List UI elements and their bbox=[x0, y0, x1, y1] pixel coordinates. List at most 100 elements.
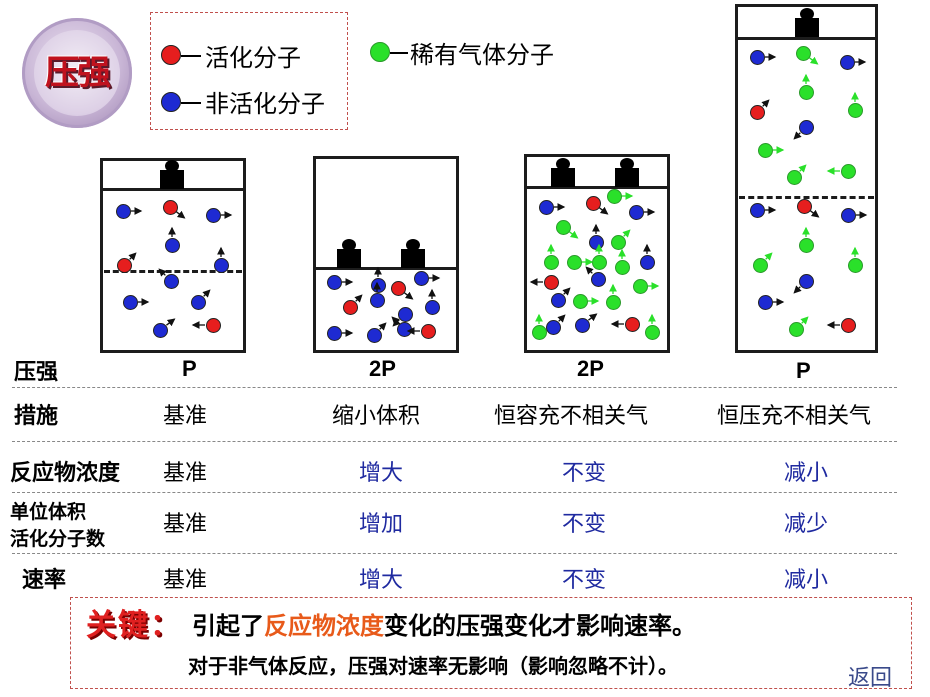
row-divider-1 bbox=[12, 387, 897, 388]
inactive-molecule bbox=[750, 50, 765, 65]
key-box bbox=[70, 597, 912, 689]
inert-molecule bbox=[753, 258, 768, 273]
inactive-molecule bbox=[750, 203, 765, 218]
inactive-molecule bbox=[397, 322, 412, 337]
inert-molecule bbox=[799, 238, 814, 253]
pressure-value-3: 2P bbox=[577, 356, 604, 381]
inactive-molecule bbox=[551, 293, 566, 308]
row-divider-2 bbox=[12, 441, 897, 442]
inert-molecule bbox=[573, 294, 588, 309]
key-statement-prefix: 引起了 bbox=[192, 612, 264, 640]
inactive-molecule bbox=[799, 120, 814, 135]
inactive-molecule bbox=[758, 295, 773, 310]
inert-molecule bbox=[606, 295, 621, 310]
active-count-value-3: 不变 bbox=[562, 512, 607, 537]
legend-active-dot bbox=[161, 45, 181, 65]
inactive-molecule bbox=[367, 328, 382, 343]
concentration-value-4: 减小 bbox=[784, 461, 829, 486]
container-1-reference-line bbox=[104, 270, 242, 273]
inactive-molecule bbox=[327, 275, 342, 290]
key-statement: 引起了反应物浓度变化的压强变化才影响速率。 bbox=[192, 606, 696, 641]
row-divider-3 bbox=[12, 492, 897, 493]
inert-molecule bbox=[611, 235, 626, 250]
pressure-value-2: 2P bbox=[369, 356, 396, 381]
inert-molecule bbox=[799, 85, 814, 100]
inert-molecule bbox=[758, 143, 773, 158]
active-molecule bbox=[421, 324, 436, 339]
inactive-molecule bbox=[546, 320, 561, 335]
active-molecule bbox=[586, 196, 601, 211]
inert-molecule bbox=[645, 325, 660, 340]
measure-value-3: 恒容充不相关气 bbox=[494, 404, 649, 429]
inert-molecule bbox=[633, 279, 648, 294]
container-4-piston bbox=[735, 37, 878, 40]
rate-value-4: 减小 bbox=[784, 568, 829, 593]
legend-active-line bbox=[181, 55, 201, 57]
pressure-value-1: P bbox=[182, 356, 197, 381]
inert-molecule bbox=[532, 325, 547, 340]
rate-value-1: 基准 bbox=[163, 568, 208, 593]
inactive-molecule bbox=[398, 307, 413, 322]
container-2-weight-2-knob bbox=[406, 239, 420, 251]
row-active-count-label-2: 活化分子数 bbox=[10, 528, 106, 550]
back-link[interactable]: 返回 bbox=[848, 666, 893, 691]
inactive-molecule bbox=[116, 204, 131, 219]
inert-molecule bbox=[607, 189, 622, 204]
inactive-molecule bbox=[214, 258, 229, 273]
active-molecule bbox=[625, 317, 640, 332]
row-measure-label: 措施 bbox=[14, 404, 59, 429]
active-molecule bbox=[163, 200, 178, 215]
rate-value-2: 增大 bbox=[359, 568, 404, 593]
inactive-molecule bbox=[840, 55, 855, 70]
container-4-weight-knob bbox=[800, 8, 814, 20]
title-badge-text: 压强 bbox=[45, 53, 111, 93]
container-3-weight-2 bbox=[615, 168, 639, 187]
container-2 bbox=[313, 156, 459, 353]
concentration-value-1: 基准 bbox=[163, 461, 208, 486]
inactive-molecule bbox=[589, 235, 604, 250]
key-label: 关键： bbox=[86, 608, 182, 643]
pressure-value-4: P bbox=[796, 358, 811, 383]
key-statement-highlight: 反应物浓度 bbox=[264, 612, 384, 640]
inactive-molecule bbox=[123, 295, 138, 310]
active-molecule bbox=[544, 275, 559, 290]
active-count-value-1: 基准 bbox=[163, 512, 208, 537]
inactive-molecule bbox=[206, 208, 221, 223]
legend-box bbox=[150, 12, 348, 130]
legend-inactive-dot bbox=[161, 92, 181, 112]
inert-molecule bbox=[544, 255, 559, 270]
measure-value-4: 恒压充不相关气 bbox=[717, 404, 872, 429]
row-concentration-label: 反应物浓度 bbox=[10, 461, 121, 486]
inactive-molecule bbox=[371, 278, 386, 293]
legend-inactive-line bbox=[181, 102, 201, 104]
key-note: 对于非气体反应，压强对速率无影响（影响忽略不计）。 bbox=[188, 654, 678, 678]
container-4-weight bbox=[795, 18, 819, 37]
inactive-molecule bbox=[425, 300, 440, 315]
active-count-value-4: 减少 bbox=[784, 512, 829, 537]
inactive-molecule bbox=[164, 274, 179, 289]
legend-inactive-label: 非活化分子 bbox=[205, 90, 325, 118]
container-1-piston bbox=[100, 188, 246, 191]
concentration-value-3: 不变 bbox=[562, 461, 607, 486]
inactive-molecule bbox=[153, 323, 168, 338]
inactive-molecule bbox=[799, 274, 814, 289]
inert-molecule bbox=[848, 103, 863, 118]
active-molecule bbox=[343, 300, 358, 315]
row-divider-4 bbox=[12, 553, 897, 554]
container-4-reference-line bbox=[739, 196, 874, 199]
container-3-weight-1-knob bbox=[556, 158, 570, 170]
legend-inert-label: 稀有气体分子 bbox=[410, 41, 554, 69]
container-3-weight-1 bbox=[551, 168, 575, 187]
inert-molecule bbox=[848, 258, 863, 273]
inactive-molecule bbox=[191, 295, 206, 310]
concentration-value-2: 增大 bbox=[359, 461, 404, 486]
inert-molecule bbox=[592, 255, 607, 270]
inert-molecule bbox=[787, 170, 802, 185]
inactive-molecule bbox=[370, 293, 385, 308]
inactive-molecule bbox=[591, 272, 606, 287]
rate-value-3: 不变 bbox=[562, 568, 607, 593]
active-molecule bbox=[750, 105, 765, 120]
container-2-weight-1-knob bbox=[342, 239, 356, 251]
inert-molecule bbox=[556, 220, 571, 235]
legend-inert-dot bbox=[370, 42, 390, 62]
